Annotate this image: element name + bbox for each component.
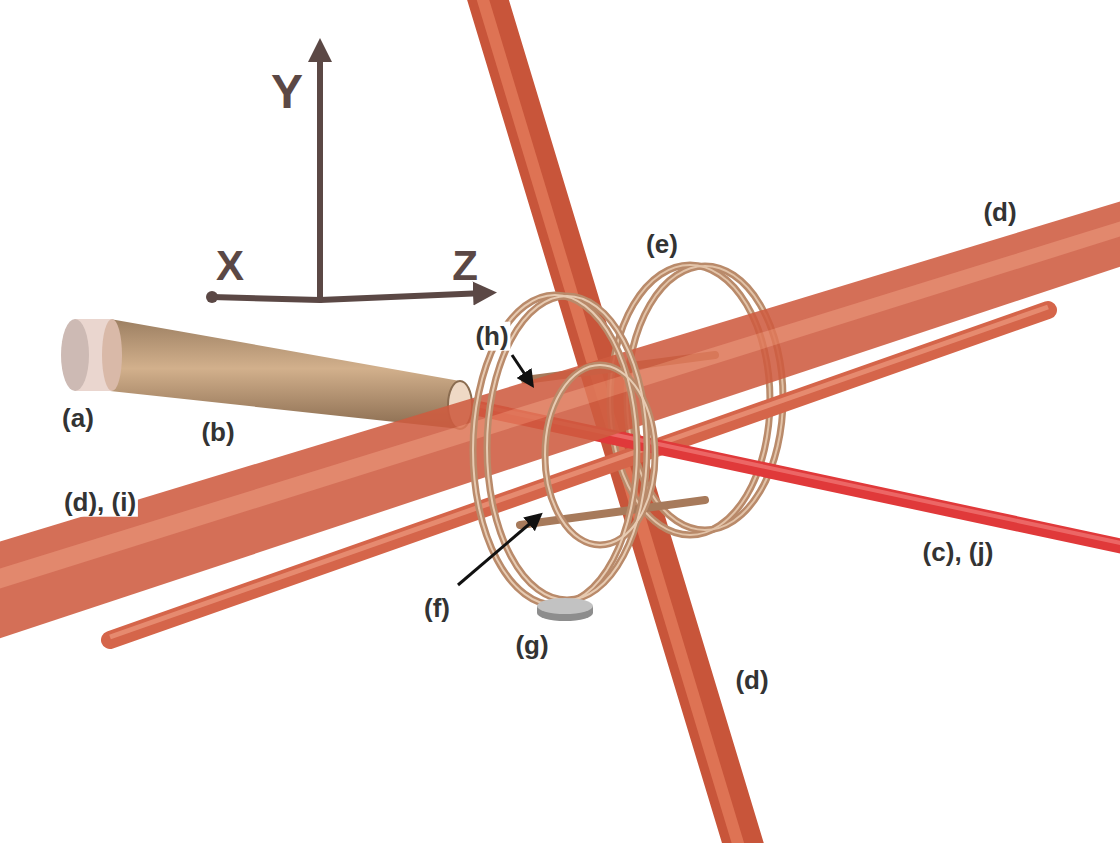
- part-label: (g): [513, 631, 550, 660]
- part-label: (d), (i): [62, 488, 138, 517]
- part-label: (b): [199, 418, 236, 447]
- part-label: (e): [644, 230, 680, 259]
- axis-label: X: [214, 243, 246, 289]
- laser-beam: [0, 200, 1120, 640]
- tube: [61, 319, 472, 429]
- coil-highlight: [473, 295, 655, 605]
- part-label: (f): [422, 594, 452, 623]
- axis-label: Z: [450, 243, 480, 289]
- part-label: (a): [60, 404, 96, 433]
- axis-label: Y: [269, 66, 305, 119]
- part-label: (d): [733, 666, 770, 695]
- axis-arrow: [212, 50, 485, 300]
- part-label: (h): [473, 322, 510, 351]
- coil: [473, 295, 655, 605]
- leader-arrow: [458, 355, 540, 585]
- axis-end: [206, 291, 218, 303]
- part-label: (c), (j): [921, 538, 996, 567]
- part-label: (d): [981, 198, 1018, 227]
- detector-disc: [537, 598, 593, 621]
